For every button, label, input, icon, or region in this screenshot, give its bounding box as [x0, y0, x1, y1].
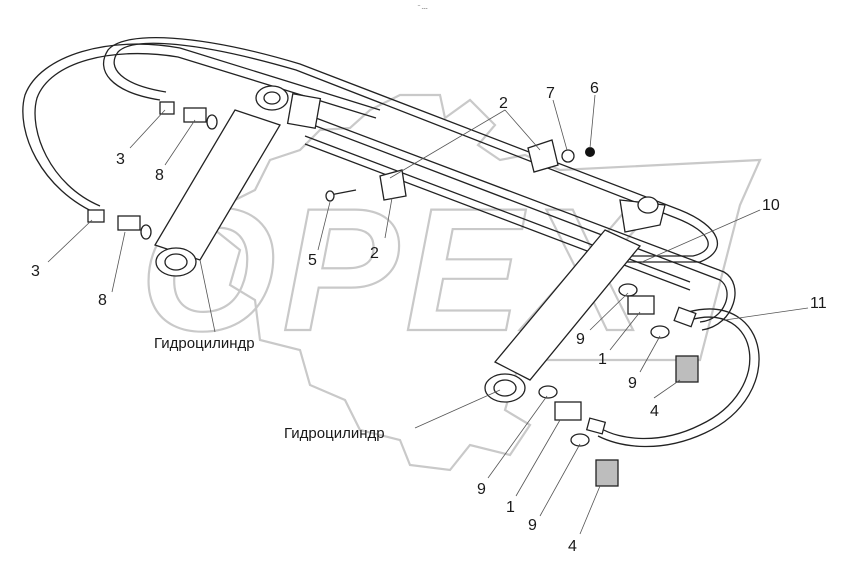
callout-11: 11: [810, 295, 827, 312]
clamp-2-top: [527, 139, 559, 173]
washer-7: [561, 149, 575, 163]
callout-labels: 2 7 6 3 8 3 8 5 2 10 11 9 1 9 4 9 1 9 4: [31, 80, 827, 555]
nut-6: [585, 147, 595, 157]
clamp-2-mid: [379, 169, 407, 201]
ring-9-a: [618, 283, 638, 297]
hose-loop-left: [22, 43, 381, 216]
callout-2-top: 2: [499, 95, 508, 112]
hydraulic-cylinder-right: [484, 196, 666, 403]
caption-cylinder-right: Гидроцилиндр: [284, 425, 385, 442]
adapter-8-lower: [117, 215, 141, 231]
tee-1-b: [554, 401, 582, 421]
hose-11: [585, 306, 760, 448]
callout-9-b: 9: [628, 375, 637, 392]
pipe-bundle: [103, 36, 736, 331]
callout-3-lower: 3: [31, 263, 40, 280]
fittings: [87, 101, 699, 487]
callout-7: 7: [546, 85, 555, 102]
callout-9-a: 9: [576, 331, 585, 348]
hydraulic-cylinder-left: [154, 85, 322, 277]
union-4-a: [675, 355, 699, 383]
union-4-b: [595, 459, 619, 487]
callout-6: 6: [590, 80, 599, 97]
callout-10: 10: [762, 197, 780, 214]
callout-8-lower: 8: [98, 292, 107, 309]
header-mark: ‾ ---: [417, 5, 428, 12]
adapter-8-upper: [183, 107, 207, 123]
callout-3-upper: 3: [116, 151, 125, 168]
callout-8-upper: 8: [155, 167, 164, 184]
callout-2-mid: 2: [370, 245, 379, 262]
callout-1-a: 1: [598, 351, 607, 368]
callout-5: 5: [308, 252, 317, 269]
ring-9-d: [570, 433, 590, 447]
ring-9-b: [650, 325, 670, 339]
tee-1-a: [627, 295, 655, 315]
ring-9-c: [538, 385, 558, 399]
nut-3-upper: [159, 101, 175, 115]
callout-4-a: 4: [650, 403, 659, 420]
watermark-gear: [213, 93, 762, 472]
leader-lines: [47, 94, 809, 535]
callout-4-b: 4: [568, 538, 577, 555]
nut-3-lower: [87, 209, 105, 223]
caption-cylinder-left: Гидроцилиндр: [154, 335, 255, 352]
callout-9-d: 9: [528, 517, 537, 534]
callout-1-b: 1: [506, 499, 515, 516]
callout-9-c: 9: [477, 481, 486, 498]
